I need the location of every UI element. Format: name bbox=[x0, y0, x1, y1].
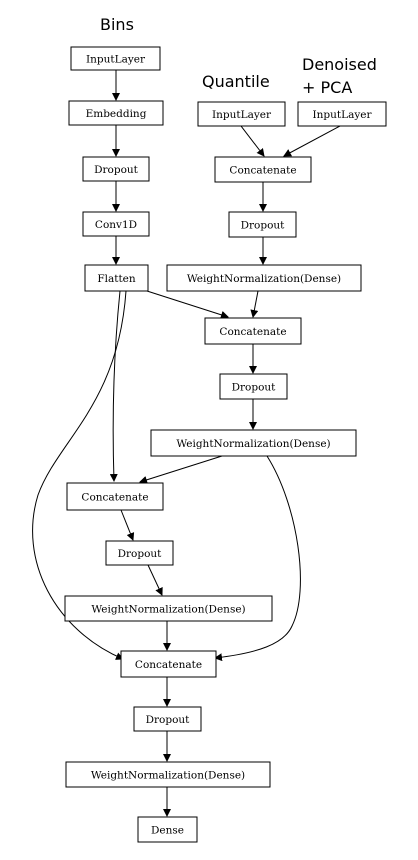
node-input-quantile: InputLayer bbox=[197, 101, 286, 127]
node-input-bins: InputLayer bbox=[70, 46, 161, 71]
node-label: WeightNormalization(Dense) bbox=[187, 273, 341, 285]
node-label: WeightNormalization(Dense) bbox=[91, 604, 245, 616]
node-input-denoised: InputLayer bbox=[297, 101, 387, 127]
node-label: Dense bbox=[151, 825, 184, 837]
node-embedding: Embedding bbox=[68, 100, 164, 126]
edge-wn-dense-2-to-concat-3 bbox=[139, 455, 223, 484]
node-wn-dense-3: WeightNormalization(Dense) bbox=[64, 595, 273, 622]
node-label: Dropout bbox=[146, 714, 191, 726]
node-dropout-3: Dropout bbox=[105, 540, 174, 566]
node-flatten: Flatten bbox=[84, 264, 149, 292]
node-dropout-2: Dropout bbox=[219, 373, 288, 400]
node-label: Conv1D bbox=[95, 219, 137, 231]
node-label: Concatenate bbox=[229, 165, 296, 177]
edge-dropout-3-to-wn-dense-3 bbox=[147, 564, 163, 596]
edge-flatten-to-concat-3 bbox=[109, 290, 121, 482]
node-label: Concatenate bbox=[81, 492, 148, 504]
node-label: WeightNormalization(Dense) bbox=[91, 770, 245, 782]
node-label: Concatenate bbox=[135, 659, 202, 671]
caption-denoised-line2: + PCA bbox=[302, 78, 352, 97]
node-label: Concatenate bbox=[219, 326, 286, 338]
node-concat-inputs: Concatenate bbox=[214, 156, 312, 183]
caption-bins: Bins bbox=[100, 15, 134, 34]
edge-flatten-to-concat-2 bbox=[146, 290, 229, 319]
edge-concat-3-to-dropout-3 bbox=[120, 509, 135, 541]
edge-wn-dense-2-to-concat-4 bbox=[214, 455, 301, 662]
node-wn-dense-4: WeightNormalization(Dense) bbox=[65, 761, 271, 788]
edge-wn-dense-1-to-concat-2 bbox=[250, 290, 259, 318]
node-label: InputLayer bbox=[212, 109, 272, 121]
node-dense-output: Dense bbox=[137, 816, 198, 843]
edge-quantile-to-concat bbox=[240, 125, 265, 157]
node-dropout-4: Dropout bbox=[133, 706, 202, 732]
node-concat-4: Concatenate bbox=[120, 650, 217, 678]
node-wn-dense-1: WeightNormalization(Dense) bbox=[166, 264, 362, 292]
node-label: Dropout bbox=[118, 548, 163, 560]
caption-quantile: Quantile bbox=[202, 72, 270, 91]
node-label: InputLayer bbox=[86, 54, 146, 66]
node-label: Dropout bbox=[241, 220, 286, 232]
node-dropout-1: Dropout bbox=[228, 211, 297, 238]
node-dropout-bins: Dropout bbox=[82, 156, 150, 182]
node-conv1d: Conv1D bbox=[82, 211, 150, 237]
edge-denoised-to-concat bbox=[283, 125, 341, 157]
node-label: WeightNormalization(Dense) bbox=[176, 438, 330, 450]
node-label: Dropout bbox=[232, 382, 277, 394]
node-label: Flatten bbox=[97, 273, 136, 285]
node-wn-dense-2: WeightNormalization(Dense) bbox=[150, 429, 357, 457]
node-label: InputLayer bbox=[312, 109, 372, 121]
node-label: Embedding bbox=[86, 108, 147, 120]
node-concat-2: Concatenate bbox=[204, 317, 302, 345]
edges bbox=[32, 70, 341, 817]
caption-denoised-line1: Denoised bbox=[302, 55, 377, 74]
node-label: Dropout bbox=[94, 164, 139, 176]
node-concat-3: Concatenate bbox=[66, 482, 164, 511]
